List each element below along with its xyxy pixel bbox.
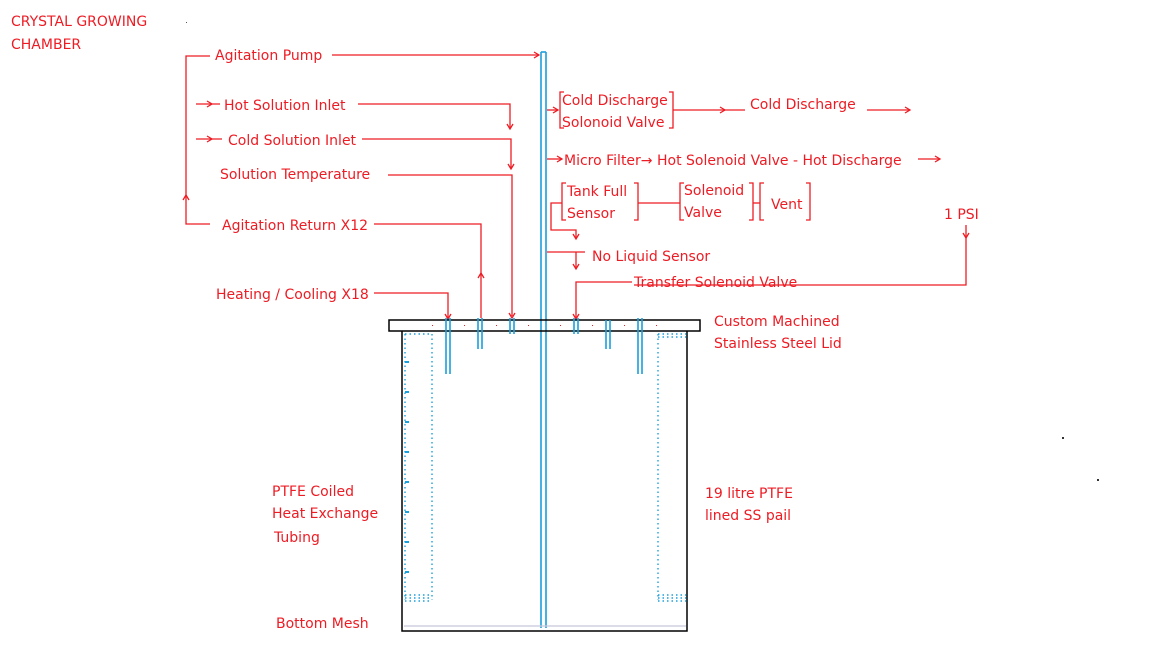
bracket-left (759, 182, 764, 221)
arrow-down-icon (444, 313, 452, 321)
psi-line (634, 225, 967, 286)
bracket-left (559, 91, 564, 129)
arrow-right-icon (552, 106, 560, 114)
tank-full-feed-line (550, 202, 577, 238)
solution-temperature-line (388, 174, 513, 316)
arrow-right-icon (206, 135, 214, 143)
lid-bolt-dots (432, 325, 657, 326)
cold-inlet-line (362, 138, 512, 168)
port-heating-cooling-right (637, 318, 643, 374)
arrow-down-icon (962, 232, 970, 240)
bracket-right (669, 91, 674, 129)
label-no-liquid-sensor: No Liquid Sensor (592, 249, 710, 265)
agitation-loop-line (185, 55, 210, 225)
label-tubing-1: PTFE Coiled (272, 484, 354, 500)
bracket-right (749, 182, 754, 221)
stray-dot (186, 22, 187, 23)
port-agitation-return (477, 318, 483, 349)
stainless-steel-lid (388, 319, 701, 332)
bracket-right (806, 182, 811, 221)
title-line-2: CHAMBER (11, 37, 81, 53)
arrow-down-icon (508, 312, 516, 320)
label-cold-discharge-valve-2: Solonoid Valve (562, 115, 664, 131)
arrow-right-icon (556, 155, 564, 163)
arrow-down-icon (506, 123, 514, 131)
label-tubing-2: Heat Exchange (272, 506, 378, 522)
port-sensor (605, 320, 611, 349)
label-vent: Vent (771, 197, 803, 213)
port-heating-cooling-left (445, 318, 451, 374)
arrow-right-icon (904, 106, 912, 114)
agitation-return-line (374, 223, 482, 318)
left-coil-tubing (404, 333, 433, 602)
label-solution-temperature: Solution Temperature (220, 167, 370, 183)
arrow-down-icon (572, 263, 580, 271)
lid-ports (445, 318, 643, 374)
title-line-1: CRYSTAL GROWING (11, 14, 147, 30)
arrow-down-icon (572, 313, 580, 321)
port-transfer-valve (573, 318, 579, 334)
label-agitation-pump: Agitation Pump (215, 48, 322, 64)
label-tank-full-1: Tank Full (566, 184, 627, 200)
arrow-right-icon (533, 51, 541, 59)
label-hot-solution-inlet: Hot Solution Inlet (224, 98, 346, 114)
bracket-right (634, 182, 639, 221)
heating-cooling-line (374, 292, 449, 318)
arrow-right-icon (206, 100, 214, 108)
arrow-down-icon (572, 233, 580, 241)
label-1-psi: 1 PSI (944, 207, 979, 223)
ptfe-lined-pail (401, 331, 688, 632)
arrow-right-icon (719, 106, 727, 114)
arrow-right-icon (934, 155, 942, 163)
label-lid-1: Custom Machined (714, 314, 840, 330)
label-solenoid-1: Solenoid (684, 183, 744, 199)
label-pail-2: lined SS pail (705, 508, 791, 524)
up-arrow-icon (182, 193, 190, 201)
right-coil-tubing (657, 333, 687, 602)
bracket-left (679, 182, 684, 221)
transfer-valve-line (575, 281, 632, 318)
arrow-down-icon (507, 163, 515, 171)
label-lid-2: Stainless Steel Lid (714, 336, 842, 352)
bracket-left (561, 182, 566, 221)
label-agitation-return: Agitation Return X12 (222, 218, 368, 234)
label-solenoid-2: Valve (684, 205, 722, 221)
label-cold-solution-inlet: Cold Solution Inlet (228, 133, 357, 149)
label-bottom-mesh: Bottom Mesh (276, 616, 369, 632)
label-hot-discharge-path: Micro Filter→ Hot Solenoid Valve - Hot D… (564, 153, 902, 169)
label-transfer-valve: Transfer Solenoid Valve (633, 275, 797, 291)
port-solution-temperature (509, 318, 515, 334)
up-arrow-icon (477, 271, 485, 279)
label-pail-1: 19 litre PTFE (705, 486, 793, 502)
label-cold-discharge-valve-1: Cold Discharge (562, 93, 668, 109)
label-cold-discharge: Cold Discharge (750, 97, 856, 113)
label-tubing-3: Tubing (273, 530, 320, 546)
label-heating-cooling: Heating / Cooling X18 (216, 287, 369, 303)
hot-inlet-line (358, 103, 511, 128)
stray-dot (1097, 479, 1099, 481)
stray-dot (1062, 437, 1064, 439)
label-tank-full-2: Sensor (567, 206, 615, 222)
